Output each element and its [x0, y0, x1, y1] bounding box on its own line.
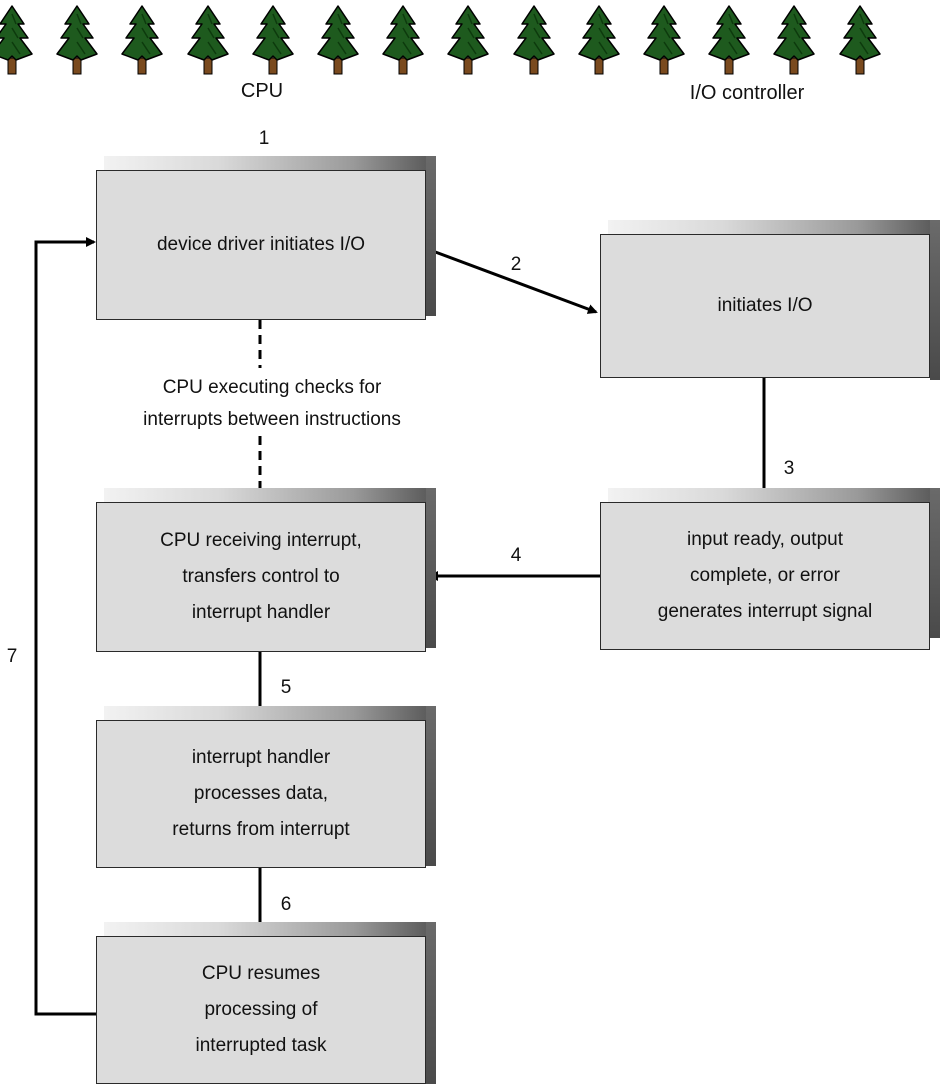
- step-number-6: 6: [280, 894, 292, 915]
- pine-tree-icon: [184, 4, 232, 76]
- box-shadow-right: [426, 156, 436, 316]
- pine-tree-icon: [510, 4, 558, 76]
- pine-tree-icon: [118, 4, 166, 76]
- box-shadow-right: [426, 488, 436, 648]
- box-label: CPU receiving interrupt,: [160, 530, 362, 551]
- step-number-2: 2: [510, 254, 522, 275]
- input-ready-box: input ready, output complete, or error g…: [600, 502, 930, 650]
- cpu-executing-note: CPU executing checks for interrupts betw…: [143, 372, 401, 436]
- box-label: returns from interrupt: [172, 819, 350, 840]
- pine-tree-icon: [0, 4, 36, 76]
- note-line: CPU executing checks for: [162, 377, 382, 398]
- box-label: complete, or error: [690, 565, 840, 586]
- box-label: initiates I/O: [717, 295, 813, 316]
- pine-tree-icon: [770, 4, 818, 76]
- step-number-5: 5: [280, 677, 292, 698]
- box-label: processing of: [204, 999, 318, 1020]
- cpu-receiving-interrupt-box: CPU receiving interrupt, transfers contr…: [96, 502, 426, 652]
- cpu-heading: CPU: [240, 80, 284, 102]
- box-label: interrupt handler: [191, 602, 331, 623]
- box-label: device driver initiates I/O: [156, 234, 366, 255]
- interrupt-handler-box: interrupt handler processes data, return…: [96, 720, 426, 868]
- box-label: CPU resumes: [201, 963, 321, 984]
- box-label: transfers control to: [182, 566, 340, 587]
- io-controller-heading: I/O controller: [689, 82, 805, 104]
- pine-tree-icon: [379, 4, 427, 76]
- cpu-resumes-box: CPU resumes processing of interrupted ta…: [96, 936, 426, 1084]
- box-shadow-right: [930, 488, 940, 638]
- box-shadow-top: [104, 156, 436, 170]
- box-shadow-top: [608, 220, 940, 234]
- box-shadow-top: [104, 488, 436, 502]
- step-number-3: 3: [783, 458, 795, 479]
- box-shadow-top: [608, 488, 940, 502]
- pine-tree-icon: [444, 4, 492, 76]
- pine-tree-icon: [314, 4, 362, 76]
- arrow-step-2: [429, 248, 598, 314]
- box-shadow-right: [426, 706, 436, 866]
- pine-tree-border: [0, 0, 940, 80]
- box-shadow-right: [426, 922, 436, 1084]
- step-number-1: 1: [258, 128, 270, 149]
- box-shadow-top: [104, 706, 436, 720]
- box-label: interrupt handler: [191, 747, 331, 768]
- box-label: input ready, output: [687, 529, 843, 550]
- pine-tree-icon: [705, 4, 753, 76]
- controller-initiates-box: initiates I/O: [600, 234, 930, 378]
- arrow-step-7: [34, 237, 96, 1016]
- pine-tree-icon: [249, 4, 297, 76]
- device-driver-initiates-box: device driver initiates I/O: [96, 170, 426, 320]
- box-label: interrupted task: [195, 1035, 327, 1056]
- step-number-4: 4: [510, 545, 522, 566]
- note-line: interrupts between instructions: [143, 409, 401, 430]
- step-number-7: 7: [6, 646, 18, 667]
- pine-tree-icon: [53, 4, 101, 76]
- pine-tree-icon: [575, 4, 623, 76]
- box-shadow-right: [930, 220, 940, 380]
- pine-tree-icon: [836, 4, 884, 76]
- box-shadow-top: [104, 922, 436, 936]
- box-label: generates interrupt signal: [657, 601, 873, 622]
- pine-tree-icon: [640, 4, 688, 76]
- box-label: processes data,: [193, 783, 329, 804]
